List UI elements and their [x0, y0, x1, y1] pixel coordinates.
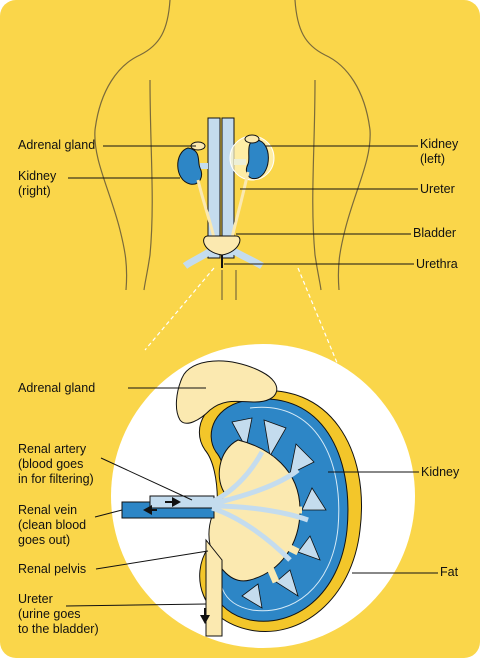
label-kidney-detail: Kidney	[421, 465, 460, 479]
label-fat: Fat	[440, 565, 459, 579]
label-ureter-top: Ureter	[420, 182, 455, 196]
leader-lines	[65, 145, 438, 607]
label-bladder: Bladder	[413, 226, 457, 240]
kidney-detail	[121, 360, 362, 637]
arrow-down-icon	[200, 615, 210, 624]
body-left-inner	[143, 79, 153, 291]
iliac-left	[230, 246, 264, 269]
cortex-rim	[219, 406, 340, 612]
ureter-right	[196, 179, 216, 239]
bladder-shape	[203, 235, 241, 256]
label-renal-vein: Renal vein (clean blood goes out)	[18, 503, 87, 547]
body-left-contour	[94, 0, 171, 291]
label-kidney-right: Kidney (right)	[18, 169, 57, 198]
iliac-right	[182, 247, 214, 269]
label-adrenal-gland-top: Adrenal gland	[18, 138, 96, 152]
kidney-right	[177, 147, 203, 185]
label-ureter-detail: Ureter (urine goes to the bladder)	[18, 592, 99, 636]
zoom-lines	[144, 267, 341, 371]
adrenal-left	[244, 134, 260, 144]
body-right-inner	[312, 79, 322, 291]
arrows	[143, 497, 210, 624]
arrow-left-icon	[143, 505, 152, 515]
pyramids	[231, 417, 327, 609]
adrenal-detail	[175, 360, 278, 424]
ureter-left	[230, 171, 250, 239]
label-renal-pelvis: Renal pelvis	[18, 562, 87, 576]
arrow-right-icon	[172, 497, 181, 507]
vessel-branches	[210, 450, 309, 562]
label-urethra: Urethra	[416, 257, 458, 271]
urinary-system	[177, 117, 275, 269]
renal-artery-detail	[149, 495, 215, 509]
body-right-contour	[294, 0, 371, 291]
label-kidney-left: Kidney (left)	[420, 137, 459, 166]
body-outline	[94, 0, 371, 300]
label-renal-artery: Renal artery (blood goes in for filterin…	[18, 442, 94, 486]
label-adrenal-gland-detail: Adrenal gland	[18, 381, 96, 395]
